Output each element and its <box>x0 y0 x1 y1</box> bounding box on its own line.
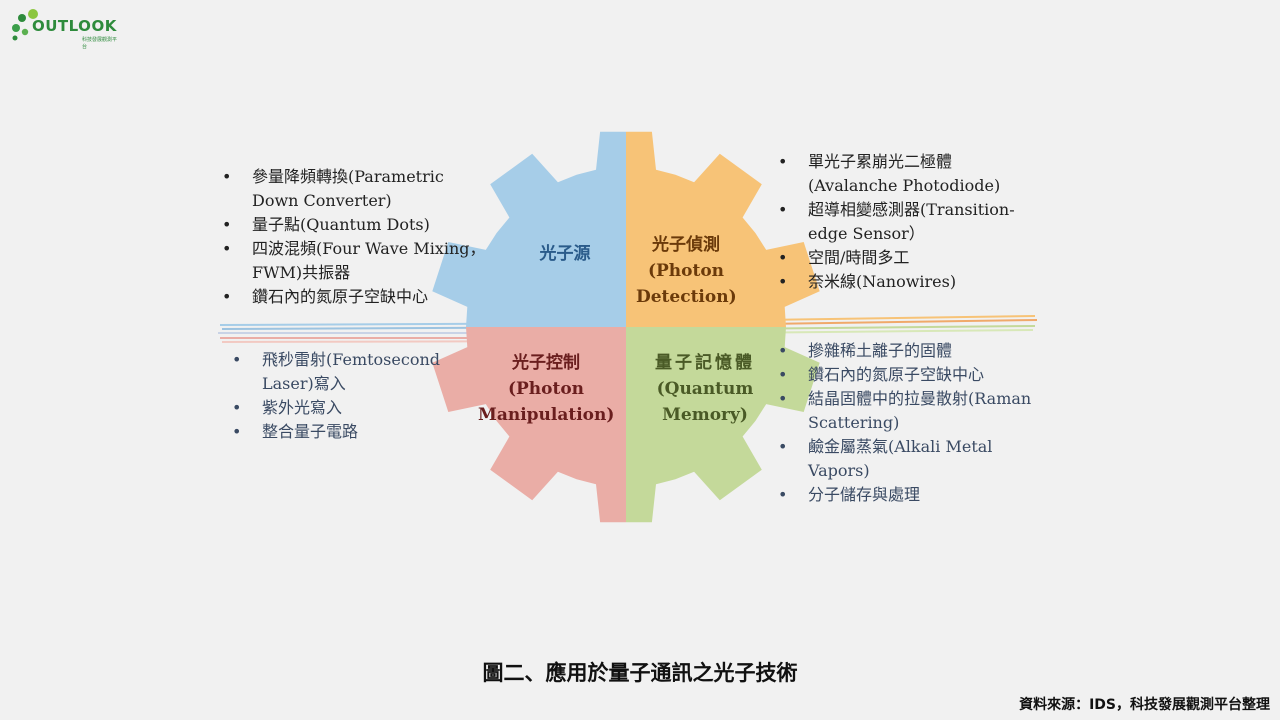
quantum-memory-list: 摻雜稀土離子的固體 鑽石內的氮原子空缺中心 結晶固體中的拉曼散射(Raman S… <box>776 339 1038 507</box>
gear-label-photon-manipulation: 光子控制 (Photon Manipulation) <box>478 353 615 425</box>
list-item: 奈米線(Nanowires) <box>776 270 1038 294</box>
list-item: 鑽石內的氮原子空缺中心 <box>776 363 1038 387</box>
list-item: 紫外光寫入 <box>230 396 460 420</box>
list-item: 超導相變感測器(Transition-edge Sensor） <box>776 198 1038 246</box>
figure-caption: 圖二、應用於量子通訊之光子技術 <box>482 661 798 685</box>
gear-segment <box>626 131 820 327</box>
list-item: 整合量子電路 <box>230 420 460 444</box>
outlook-logo: OUTLOOK 科技發展觀測平台 <box>10 4 120 50</box>
list-item: 空間/時間多工 <box>776 246 1038 270</box>
list-item: 分子儲存與處理 <box>776 483 1038 507</box>
logo-subtitle: 科技發展觀測平台 <box>82 37 118 50</box>
list-item: 參量降頻轉換(Parametric Down Converter) <box>220 165 490 213</box>
gear-label-photon-source: 光子源 <box>539 244 591 264</box>
gear-label-photon-detection: 光子偵測 (Photon Detection) <box>636 235 737 307</box>
logo-wordmark: OUTLOOK <box>32 17 117 35</box>
gear-segment <box>626 327 820 523</box>
list-item: 鹼金屬蒸氣(Alkali Metal Vapors) <box>776 435 1038 483</box>
list-item: 單光子累崩光二極體(Avalanche Photodiode) <box>776 150 1038 198</box>
list-item: 摻雜稀土離子的固體 <box>776 339 1038 363</box>
gear-segment <box>432 327 626 523</box>
list-item: 鑽石內的氮原子空缺中心 <box>220 285 490 309</box>
gear-quadrant-top-right <box>626 131 820 327</box>
source-note: 資料來源：IDS，科技發展觀測平台整理 <box>1019 697 1270 713</box>
list-item: 四波混頻(Four Wave Mixing，FWM)共振器 <box>220 237 490 285</box>
photon-source-list: 參量降頻轉換(Parametric Down Converter) 量子點(Qu… <box>220 165 490 309</box>
gear-label-quantum-memory: 量子記憶體 (Quantum Memory) <box>655 353 755 425</box>
list-item: 量子點(Quantum Dots) <box>220 213 490 237</box>
gear-quadrant-bottom-left <box>432 327 626 523</box>
gear-quadrant-bottom-right <box>626 327 820 523</box>
list-item: 結晶固體中的拉曼散射(Raman Scattering) <box>776 387 1038 435</box>
list-item: 飛秒雷射(Femtosecond Laser)寫入 <box>230 348 460 396</box>
photon-detection-list: 單光子累崩光二極體(Avalanche Photodiode) 超導相變感測器(… <box>776 150 1038 294</box>
photon-manipulation-list: 飛秒雷射(Femtosecond Laser)寫入 紫外光寫入 整合量子電路 <box>230 348 460 444</box>
logo-dots-icon <box>12 9 38 41</box>
